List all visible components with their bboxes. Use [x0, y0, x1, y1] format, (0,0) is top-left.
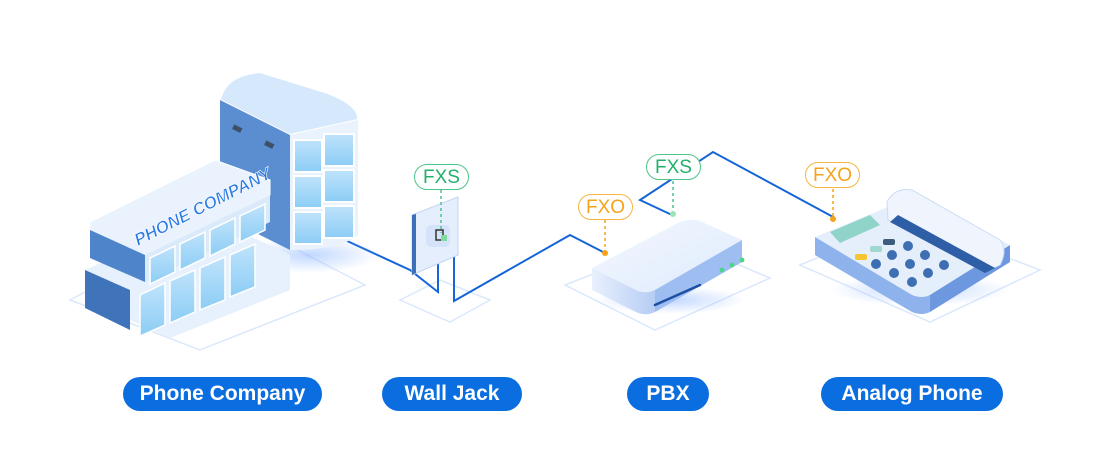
- cable-jack-to-pbx: [445, 233, 606, 303]
- walljack-base-plate: [398, 279, 492, 323]
- pbx-box-icon: [592, 219, 745, 315]
- phone-fxo-port-dot: [830, 216, 836, 222]
- desk-phone-icon: [815, 189, 1010, 314]
- pbx-fxo-tag: FXO: [578, 194, 633, 220]
- wall-jack-icon: [411, 196, 459, 276]
- label-analog-phone: Analog Phone: [821, 377, 1003, 411]
- label-wall-jack: Wall Jack: [382, 377, 522, 411]
- port-leaders: [440, 181, 834, 253]
- phone-fxo-tag: FXO: [805, 162, 860, 188]
- pbx-fxs-tag: FXS: [646, 154, 701, 180]
- office-building-icon: PHONE COMPANY: [85, 70, 380, 338]
- walljack-fxs-tag: FXS: [414, 164, 469, 190]
- pbx-fxs-port-dot: [670, 211, 676, 217]
- pbx-fxo-port-dot: [602, 250, 608, 256]
- label-phone-company: Phone Company: [123, 377, 322, 411]
- label-pbx: PBX: [627, 377, 709, 411]
